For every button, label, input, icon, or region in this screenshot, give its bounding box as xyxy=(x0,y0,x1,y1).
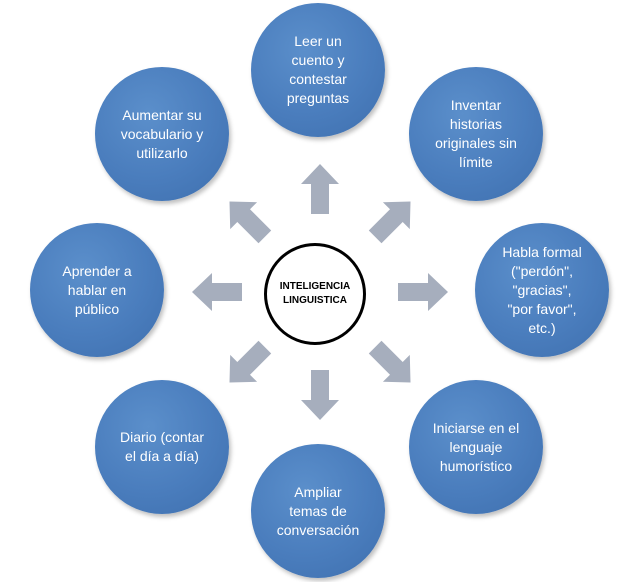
node-label: Ampliar temas de conversación xyxy=(276,483,360,538)
arrow-left-icon xyxy=(192,273,242,311)
node-hablar-publico: Aprender a hablar en público xyxy=(30,223,164,357)
node-ampliar-temas: Ampliar temas de conversación xyxy=(251,444,385,578)
node-label: Aprender a hablar en público xyxy=(62,262,132,317)
node-label: Leer un cuento y contestar preguntas xyxy=(286,33,350,106)
node-aumentar-vocabulario: Aumentar su vocabulario y utilizarlo xyxy=(95,67,229,201)
center-label: INTELIGENCIA LINGUISTICA xyxy=(279,281,351,306)
arrow-up-right-icon xyxy=(368,201,411,244)
arrow-up-icon xyxy=(301,164,339,214)
node-leer-cuento: Leer un cuento y contestar preguntas xyxy=(251,3,385,137)
arrow-right-icon xyxy=(398,273,448,311)
node-label: Diario (contar el día a día) xyxy=(119,429,205,464)
node-label: Habla formal ("perdón", "gracias", "por … xyxy=(502,243,582,336)
center-node: INTELIGENCIA LINGUISTICA xyxy=(264,243,366,345)
node-diario: Diario (contar el día a día) xyxy=(95,380,229,514)
arrow-down-left-icon xyxy=(229,340,272,383)
node-inventar-historias: Inventar historias originales sin límite xyxy=(409,67,543,201)
node-label: Aumentar su vocabulario y utilizarlo xyxy=(120,106,204,161)
arrow-down-icon xyxy=(301,370,339,420)
node-label: Inventar historias originales sin límite xyxy=(435,97,517,170)
arrow-up-left-icon xyxy=(229,201,272,244)
node-lenguaje-humoristico: Iniciarse en el lenguaje humorístico xyxy=(409,380,543,514)
node-label: Iniciarse en el lenguaje humorístico xyxy=(432,419,520,474)
arrow-down-right-icon xyxy=(368,340,411,383)
node-habla-formal: Habla formal ("perdón", "gracias", "por … xyxy=(475,223,609,357)
